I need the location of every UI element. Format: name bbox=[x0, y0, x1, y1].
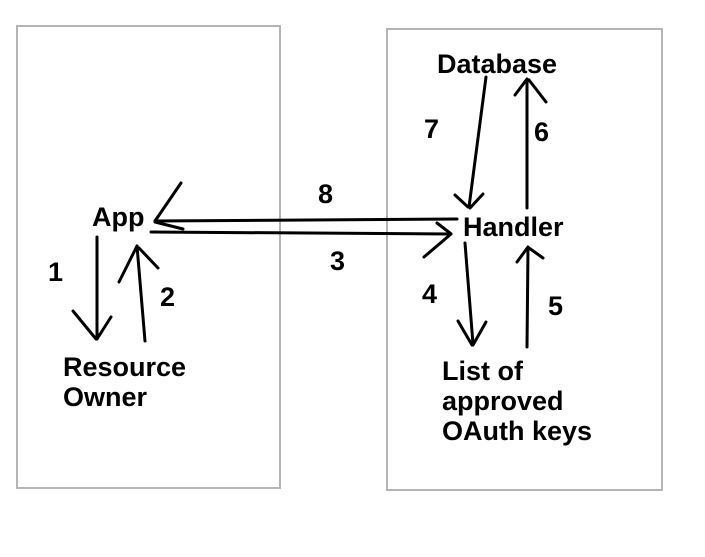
arrow-label-4: 4 bbox=[422, 279, 438, 309]
arrow-label-2: 2 bbox=[160, 282, 176, 312]
arrow-2-resource-owner-to-app bbox=[117, 244, 160, 343]
arrow-label-6: 6 bbox=[534, 117, 550, 147]
client-side-box bbox=[16, 25, 281, 489]
arrow-5-oauth-list-to-handler bbox=[515, 245, 545, 349]
server-side-box bbox=[386, 28, 663, 491]
node-resource-owner: Resource Owner bbox=[63, 352, 186, 412]
arrow-label-5: 5 bbox=[548, 291, 564, 321]
node-oauth-list-line3: OAuth keys bbox=[442, 416, 593, 446]
node-resource-owner-line2: Owner bbox=[63, 382, 148, 412]
arrow-1-app-to-resource-owner bbox=[71, 235, 113, 341]
node-handler: Handler bbox=[463, 212, 564, 242]
arrow-7-database-to-handler bbox=[453, 75, 488, 210]
arrow-label-3: 3 bbox=[330, 246, 346, 276]
node-app: App bbox=[92, 202, 145, 232]
arrow-6-handler-to-database bbox=[513, 77, 548, 210]
node-oauth-list-line2: approved bbox=[442, 386, 564, 416]
arrow-label-7: 7 bbox=[424, 114, 440, 144]
node-database: Database bbox=[437, 49, 558, 79]
arrow-label-1: 1 bbox=[48, 257, 64, 287]
arrow-label-8: 8 bbox=[318, 179, 334, 209]
node-resource-owner-line1: Resource bbox=[63, 352, 187, 382]
node-oauth-list-line1: List of bbox=[442, 356, 523, 386]
node-oauth-list: List of approved OAuth keys bbox=[442, 356, 592, 446]
arrow-3-app-to-handler bbox=[149, 221, 453, 259]
arrow-8-handler-to-app bbox=[153, 181, 459, 231]
arrow-4-handler-to-oauth-list bbox=[456, 241, 488, 347]
